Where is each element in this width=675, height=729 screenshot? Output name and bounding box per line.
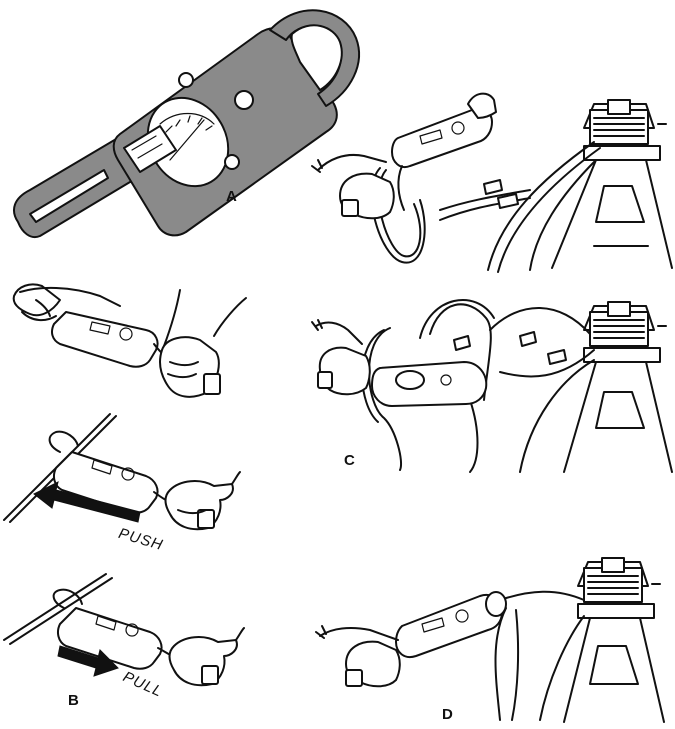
cables-d <box>494 590 585 721</box>
hands-testing-meter <box>12 283 247 398</box>
hand-icon <box>311 319 371 396</box>
insulator-stand-icon <box>551 99 673 269</box>
pull-arrow-icon <box>57 645 119 677</box>
clamp-meter-top <box>391 92 497 211</box>
panel-label-c: C <box>344 452 355 469</box>
push-arrow-icon <box>33 481 141 523</box>
loop-cables-middle <box>361 299 595 473</box>
pull-step <box>3 573 245 687</box>
panel-label-a: A <box>226 188 237 205</box>
insulator-stand-icon <box>563 557 665 723</box>
insulator-stand-icon <box>563 301 673 473</box>
hand-icon <box>311 154 395 220</box>
clamp-meter-middle <box>371 361 488 407</box>
panel-label-b: B <box>68 692 79 709</box>
hand-icon <box>315 625 401 688</box>
loop-cables-top <box>370 141 601 273</box>
clamp-meter-d <box>395 591 507 658</box>
push-step <box>3 413 241 531</box>
panel-label-d: D <box>442 706 453 723</box>
clamp-meter-icon <box>13 9 361 238</box>
